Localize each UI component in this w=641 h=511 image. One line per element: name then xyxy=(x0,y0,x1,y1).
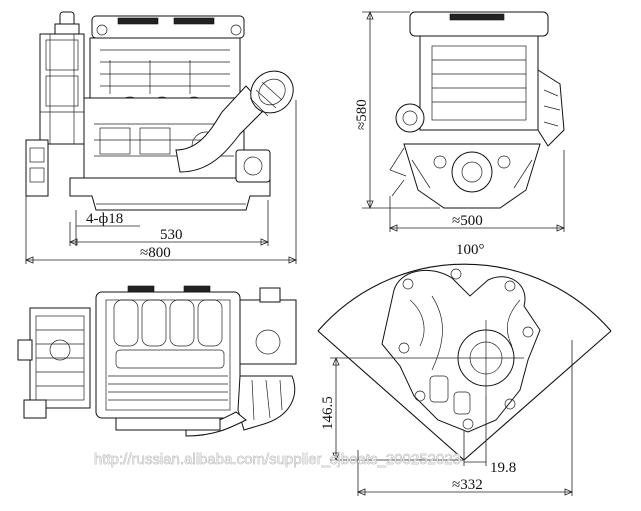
sector-view-dimensions: 146.5 19.8 ≈332 xyxy=(320,340,574,496)
dimension-500-label: ≈500 xyxy=(452,213,483,229)
angle-100-label: 100° xyxy=(456,242,485,258)
watermark-text: http://russian.alibaba.com/supplier_sjbo… xyxy=(94,451,461,468)
engine-side-view xyxy=(25,11,294,211)
hole-spec-label: 4-ф18 xyxy=(86,211,123,227)
front-view-dimensions: ≈580 ≈500 xyxy=(354,10,566,232)
dimension-146-label: 146.5 xyxy=(320,396,336,430)
dimension-19-label: 19.8 xyxy=(490,460,516,476)
engine-top-view xyxy=(17,285,297,437)
dimension-332-label: ≈332 xyxy=(452,477,483,493)
side-view-dimensions: 4-ф18 530 ≈800 xyxy=(24,100,298,264)
dimension-580-label: ≈580 xyxy=(354,99,370,130)
engine-front-view xyxy=(389,11,565,209)
dimension-800-label: ≈800 xyxy=(140,245,171,261)
engine-sector-view: 100° xyxy=(317,242,612,461)
dimension-530-label: 530 xyxy=(160,227,183,243)
